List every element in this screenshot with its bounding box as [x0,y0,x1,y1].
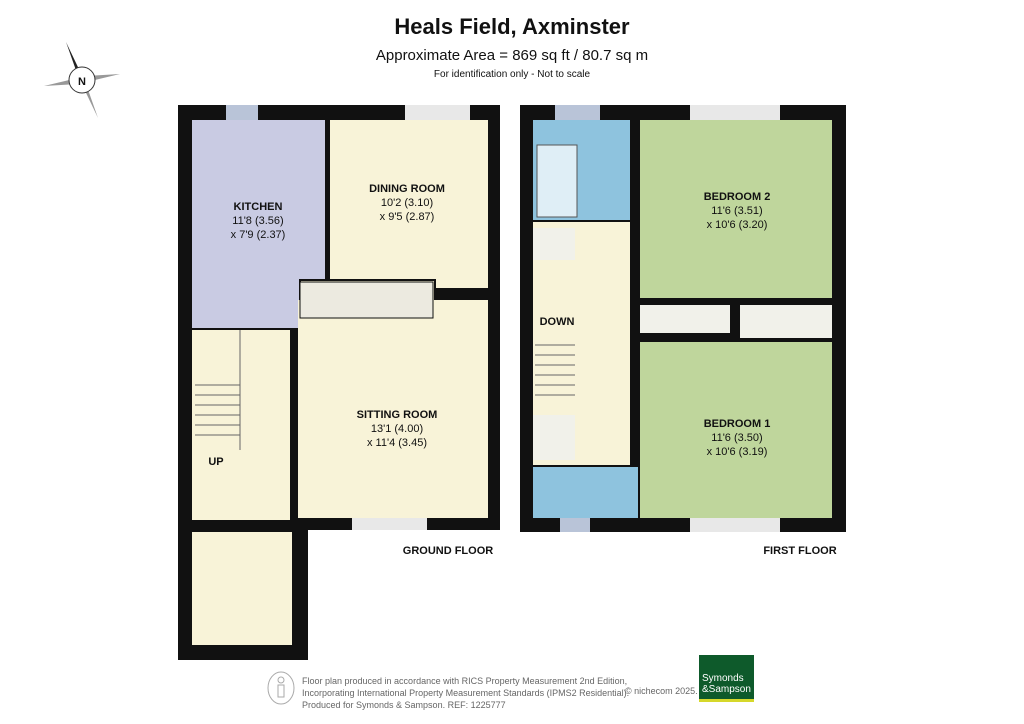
svg-text:DOWN: DOWN [540,316,575,328]
svg-text:BEDROOM 1: BEDROOM 1 [704,418,771,430]
wardrobe [740,305,832,338]
bedroom-1 [640,342,832,518]
svg-text:x 9'5 (2.87): x 9'5 (2.87) [380,211,435,223]
svg-text:x 11'4 (3.45): x 11'4 (3.45) [367,437,427,449]
svg-text:SITTING ROOM: SITTING ROOM [357,409,438,421]
svg-text:DINING ROOM: DINING ROOM [369,183,445,195]
approximate-area: Approximate Area = 869 sq ft / 80.7 sq m [375,47,649,64]
page-title: Heals Field, Axminster [394,14,630,39]
footer-note: Floor plan produced in accordance with R… [302,676,630,710]
sitting-room [298,300,488,518]
svg-text:UP: UP [208,456,223,468]
first-floor-label: FIRST FLOOR [763,545,836,557]
svg-text:11'6 (3.50): 11'6 (3.50) [711,432,762,444]
wardrobe [640,305,730,333]
svg-text:x 7'9 (2.37): x 7'9 (2.37) [231,229,286,241]
svg-text:11'6 (3.51): 11'6 (3.51) [711,205,762,217]
svg-text:13'1 (4.00): 13'1 (4.00) [371,423,423,435]
first-floor-plan: BEDROOM 2 11'6 (3.51) x 10'6 (3.20) BEDR… [520,105,846,532]
compass-icon: N [44,42,120,118]
bedroom-2 [640,120,832,298]
ground-floor-plan: KITCHEN 11'8 (3.56) x 7'9 (2.37) DINING … [178,105,500,660]
compass-label: N [78,76,86,88]
agent-logo: Symonds&Sampson [699,655,754,702]
svg-text:BEDROOM 2: BEDROOM 2 [704,191,771,203]
svg-text:x 10'6 (3.19): x 10'6 (3.19) [707,446,768,458]
svg-text:11'8 (3.56): 11'8 (3.56) [232,215,283,227]
wc [533,467,638,518]
svg-text:x 10'6 (3.20): x 10'6 (3.20) [707,219,768,231]
svg-text:KITCHEN: KITCHEN [234,201,283,213]
scale-note: For identification only - Not to scale [433,69,591,80]
person-icon [267,671,295,705]
svg-text:10'2 (3.10): 10'2 (3.10) [381,197,433,209]
dining-room [330,120,488,288]
ground-floor-label: GROUND FLOOR [403,545,493,557]
porch [192,532,292,645]
copyright: © nichecom 2025. [625,686,698,696]
